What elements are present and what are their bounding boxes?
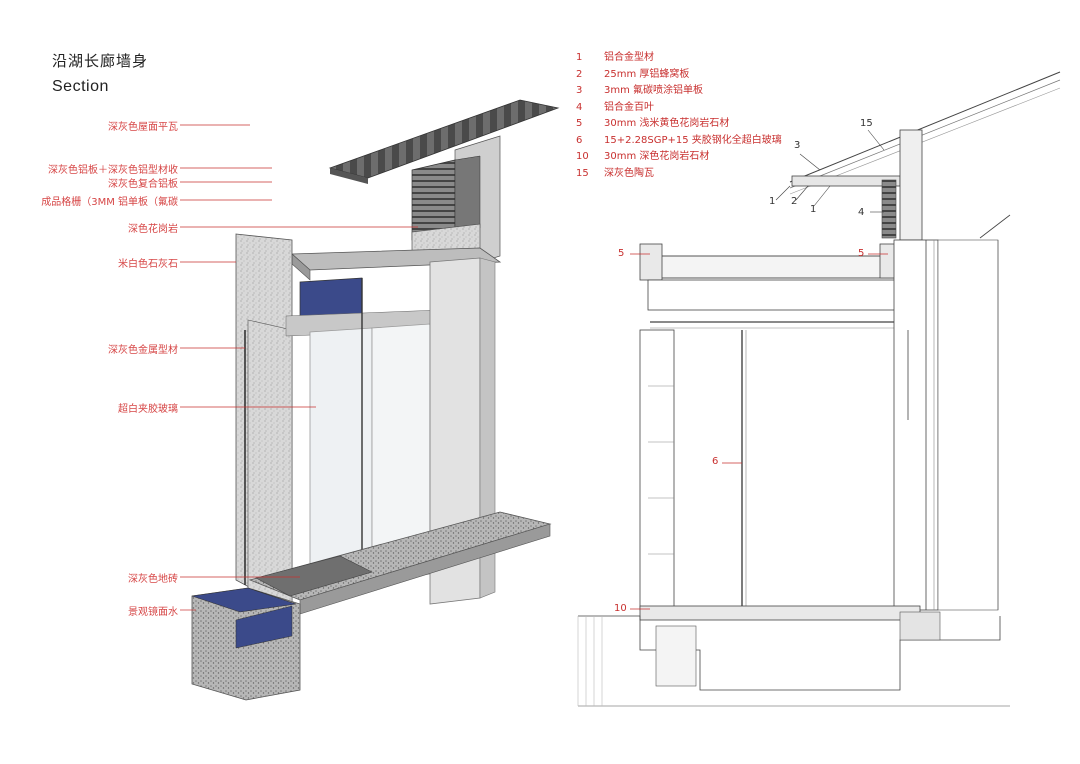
legend-item-number: 1: [576, 52, 583, 63]
floor-tiles: [255, 555, 373, 597]
callout-4: 4: [858, 207, 865, 218]
right-wall: [893, 239, 939, 611]
ground-line: [578, 615, 1001, 691]
legend-item: 10 30mm 深色花岗岩石材: [576, 149, 782, 166]
callout-6: 6: [712, 456, 719, 467]
legend-item-text: 深灰色陶瓦: [604, 167, 654, 179]
callout-1a: 1: [769, 196, 776, 207]
beam: [647, 279, 919, 311]
legend-item-number: 6: [576, 134, 583, 146]
legend-item-text: 3mm 氟碳喷涂铝单板: [604, 85, 704, 96]
callout-10: 10: [614, 603, 627, 614]
legend-item: 6 15+2.28SGP+15 夹胶钢化全超白玻璃: [576, 133, 782, 150]
callout-15: 15: [860, 118, 873, 129]
legend-item-text: 铝合金百叶: [604, 101, 654, 113]
water-surface: [191, 587, 297, 613]
callout-5a: 5: [618, 248, 625, 259]
right-column-side: [479, 257, 496, 599]
legend-item: 2 25mm 厚铝蜂窝板: [576, 67, 782, 84]
axon-label: 深灰色屋面平瓦: [108, 122, 178, 133]
callout-3: 3: [794, 140, 801, 151]
axon-label: 深色花岗岩: [128, 224, 178, 235]
callout-1b: 1: [810, 204, 817, 215]
roof-underside: [330, 168, 368, 184]
legend-item-number: 3: [576, 85, 583, 96]
floor-slab-section: [639, 605, 921, 621]
axon-label: 米白色石灰石: [118, 259, 178, 270]
legend-item: 5 30mm 浅米黄色花岗岩石材: [576, 116, 782, 133]
top-slab-stone-left: [639, 243, 663, 281]
axon-label: 深灰色复合铝板: [108, 179, 178, 190]
legend-item: 1 铝合金型材: [576, 50, 782, 67]
legend-item-number: 10: [576, 151, 589, 162]
legend-item-number: 5: [576, 118, 583, 129]
legend-item-text: 30mm 浅米黄色花岗岩石材: [604, 118, 730, 129]
legend-item-text: 铝合金型材: [604, 52, 654, 63]
legend-item-number: 4: [576, 101, 583, 113]
sheet-title: 沿湖长廊墙身: [52, 52, 149, 70]
roof-slope-line-2: [789, 79, 1061, 189]
water-face: [235, 605, 293, 649]
axon-label: 景观镜面水: [128, 607, 178, 618]
axon-leader-lines: [180, 124, 418, 611]
legend-item-text: 15+2.28SGP+15 夹胶钢化全超白玻璃: [604, 134, 782, 146]
axon-label: 深灰色金属型材: [108, 345, 178, 356]
axon-label: 超白夹胶玻璃: [118, 404, 178, 415]
legend-item-text: 25mm 厚铝蜂窝板: [604, 68, 690, 80]
legend-item-number: 2: [576, 68, 583, 80]
callout-2: 2: [791, 196, 798, 207]
left-wall: [639, 329, 675, 611]
roof-slope-line: [789, 71, 1061, 183]
axon-label: 成品格栅（3MM 铝单板（氟碳: [41, 197, 178, 208]
legend-item: 4 铝合金百叶: [576, 100, 782, 117]
materials-legend: 1 铝合金型材 2 25mm 厚铝蜂窝板 3 3mm 氟碳喷涂铝单板 4 铝合金百叶 5 30mm…: [576, 50, 782, 182]
sheet-subtitle: Section: [52, 78, 109, 95]
legend-item-text: 30mm 深色花岗岩石材: [604, 151, 710, 162]
axon-label: 深灰色铝板＋深灰色铝型材收: [48, 165, 178, 176]
top-slab: [647, 255, 899, 279]
wall-upper: [899, 129, 923, 241]
callout-5b: 5: [858, 248, 865, 259]
louvre-column: [881, 179, 897, 239]
axon-label: 深灰色地砖: [128, 574, 178, 585]
legend-item: 3 3mm 氟碳喷涂铝单板: [576, 83, 782, 100]
legend-item-number: 15: [576, 167, 589, 179]
legend-item: 15 深灰色陶瓦: [576, 166, 782, 183]
